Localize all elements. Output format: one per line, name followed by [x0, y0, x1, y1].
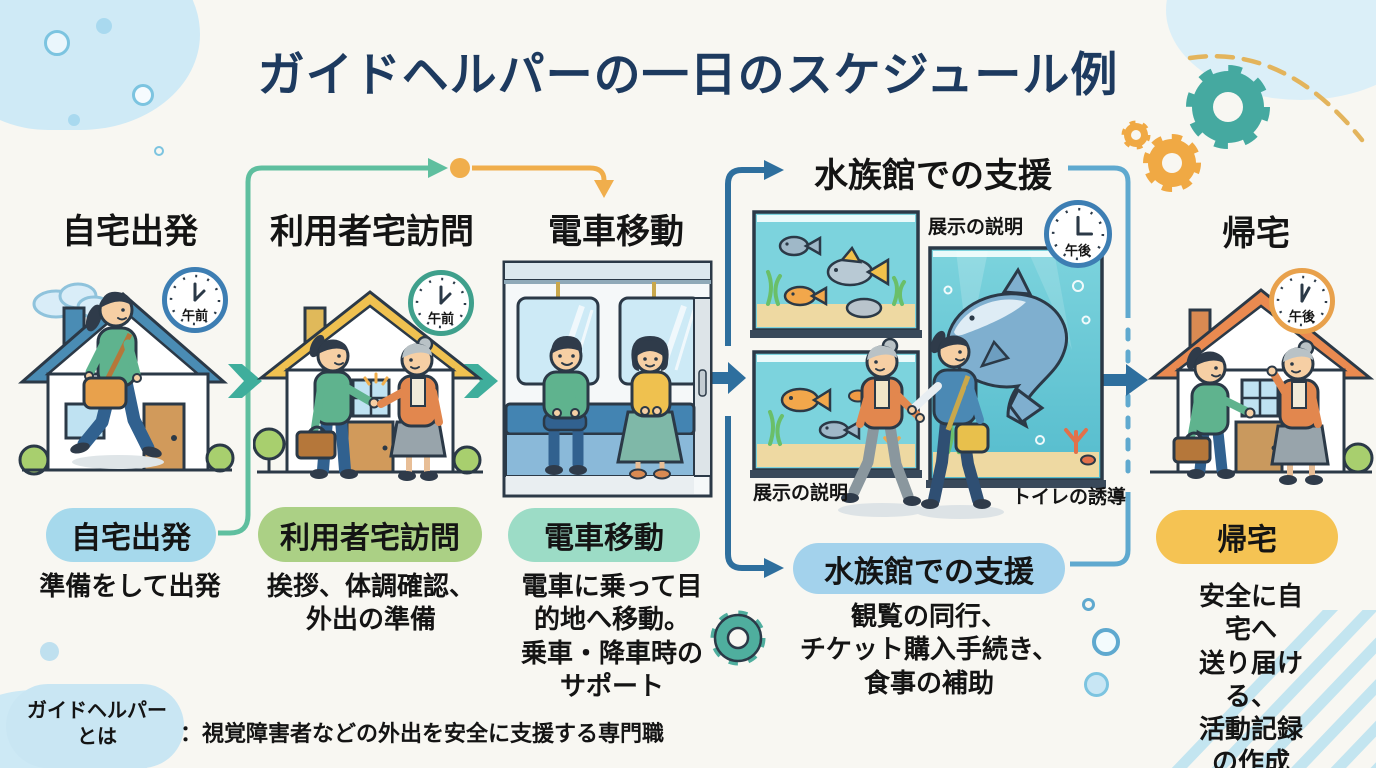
illustration-depart-home	[18, 282, 235, 476]
pill-aquarium-support: 水族館での支援	[793, 543, 1065, 594]
pill-label: 利用者宅訪問	[280, 521, 460, 555]
arrow-right-icon	[764, 160, 784, 180]
pill-visit-user-home: 利用者宅訪問	[258, 507, 482, 562]
description-return-home: 安全に自宅へ 送り届ける、 活動記録の作成	[1198, 581, 1303, 768]
clock-label: 午前	[181, 308, 208, 323]
stage-header-aquarium-support: 水族館での支援	[814, 157, 1052, 195]
clock-label: 午後	[1064, 243, 1091, 258]
illustration-return-home	[1147, 288, 1375, 485]
bubble-icon	[44, 30, 70, 56]
clock-label: 午前	[427, 311, 454, 326]
description-depart-home: 準備をして出発	[39, 571, 221, 601]
handshake-sparkle-icon	[363, 372, 389, 386]
briefcase-icon	[1172, 436, 1212, 464]
dolphin-tank	[926, 246, 1106, 488]
bubble-icon	[68, 114, 80, 126]
pill-train-travel: 電車移動	[508, 508, 700, 562]
pill-label: 帰宅	[1217, 524, 1277, 557]
bubble-icon	[943, 280, 1091, 445]
bubble-icon	[1084, 672, 1109, 697]
flow-connector-green-orange	[218, 158, 614, 536]
footnote-term: ガイドヘルパー とは	[27, 700, 167, 748]
dolphin-icon	[946, 266, 1068, 430]
arrow-down-icon	[594, 180, 614, 198]
illustration-visit-user-home	[253, 290, 484, 481]
clock-icon: 午前	[408, 270, 474, 336]
elderly-user-figure	[841, 337, 925, 506]
bubble-icon	[132, 84, 154, 106]
illustration-train-travel	[502, 260, 713, 498]
helper-figure	[1172, 346, 1256, 479]
aquarium-bracket-left	[725, 160, 784, 578]
bubble-icon	[1092, 628, 1120, 656]
shadow	[838, 503, 926, 517]
connector-dot-icon	[450, 158, 470, 178]
bubble-icon	[40, 642, 59, 661]
fish-tank-top	[750, 210, 922, 338]
pill-depart-home: 自宅出発	[46, 508, 216, 562]
gear-icon	[710, 610, 766, 666]
aquarium-label-exhibit-bottom: 展示の説明	[753, 483, 849, 504]
tree-icon	[253, 427, 286, 461]
coral-icon	[1064, 428, 1088, 454]
page-title: ガイドヘルパーの一日のスケジュール例	[257, 48, 1119, 101]
fish-icon	[780, 387, 832, 413]
clock-label: 午後	[1288, 309, 1315, 324]
bush-icon	[18, 444, 50, 476]
aquarium-bracket-right	[1068, 165, 1131, 567]
stage-header-return-home: 帰宅	[1222, 215, 1290, 253]
description-train-travel: 電車に乗って目 的地へ移動。 乗車・降車時の サポート	[520, 571, 704, 701]
elderly-user-figure	[1266, 339, 1330, 485]
fish-icon	[826, 245, 890, 287]
briefcase-icon	[295, 430, 337, 460]
bush-icon	[452, 445, 482, 475]
clock-icon: 午前	[162, 267, 228, 333]
stage-header-visit-user-home: 利用者宅訪問	[270, 213, 474, 251]
corner-stripes-decoration	[1171, 610, 1376, 768]
pill-label: 自宅出発	[71, 522, 191, 555]
arrow-right-icon	[428, 158, 448, 178]
footnote-blob	[6, 684, 184, 768]
aquarium-label-exhibit-top: 展示の説明	[928, 217, 1024, 238]
bag-icon	[954, 422, 990, 454]
fish-icon	[818, 419, 861, 441]
bubble-icon	[154, 146, 164, 156]
stage-header-train-travel: 電車移動	[548, 213, 684, 251]
pill-label: 水族館での支援	[824, 555, 1034, 589]
description-aquarium-support: 観覧の同行、 チケット購入手続き、 食事の補助	[799, 601, 1059, 698]
illustration-aquarium-support	[750, 210, 1106, 519]
fish-icon	[783, 285, 828, 307]
clock-icon: 午後	[1044, 200, 1112, 268]
seated-user-figure	[616, 336, 684, 480]
shadow	[72, 455, 164, 469]
bush-icon	[205, 443, 235, 473]
bubble-icon	[96, 18, 112, 34]
pill-return-home: 帰宅	[1156, 510, 1338, 564]
helper-figure	[907, 330, 991, 509]
arrow-right-icon	[764, 558, 784, 578]
helper-figure	[295, 334, 380, 479]
description-visit-user-home: 挨拶、体調確認、 外出の準備	[266, 571, 476, 635]
stage-header-depart-home: 自宅出発	[62, 213, 198, 251]
pill-label: 電車移動	[544, 522, 664, 555]
gear-cluster-icon	[1121, 65, 1270, 192]
elderly-user-figure	[377, 335, 447, 481]
clock-icon: 午後	[1269, 268, 1335, 334]
footnote-definition: ：視覚障害者などの外出を安全に支援する専門職	[180, 721, 665, 746]
dashed-arc-decoration	[1187, 53, 1365, 143]
bubble-icon	[1082, 598, 1095, 611]
walking-helper-figure	[70, 291, 162, 458]
fish-tank-bottom	[750, 350, 922, 478]
seated-helper-figure	[542, 336, 590, 475]
arrow-right-icon	[228, 364, 262, 398]
bush-icon	[1342, 442, 1374, 474]
bag-icon	[82, 376, 128, 410]
aquarium-label-toilet-guidance: トイレの誘導	[1012, 487, 1127, 508]
fish-icon	[778, 235, 822, 257]
